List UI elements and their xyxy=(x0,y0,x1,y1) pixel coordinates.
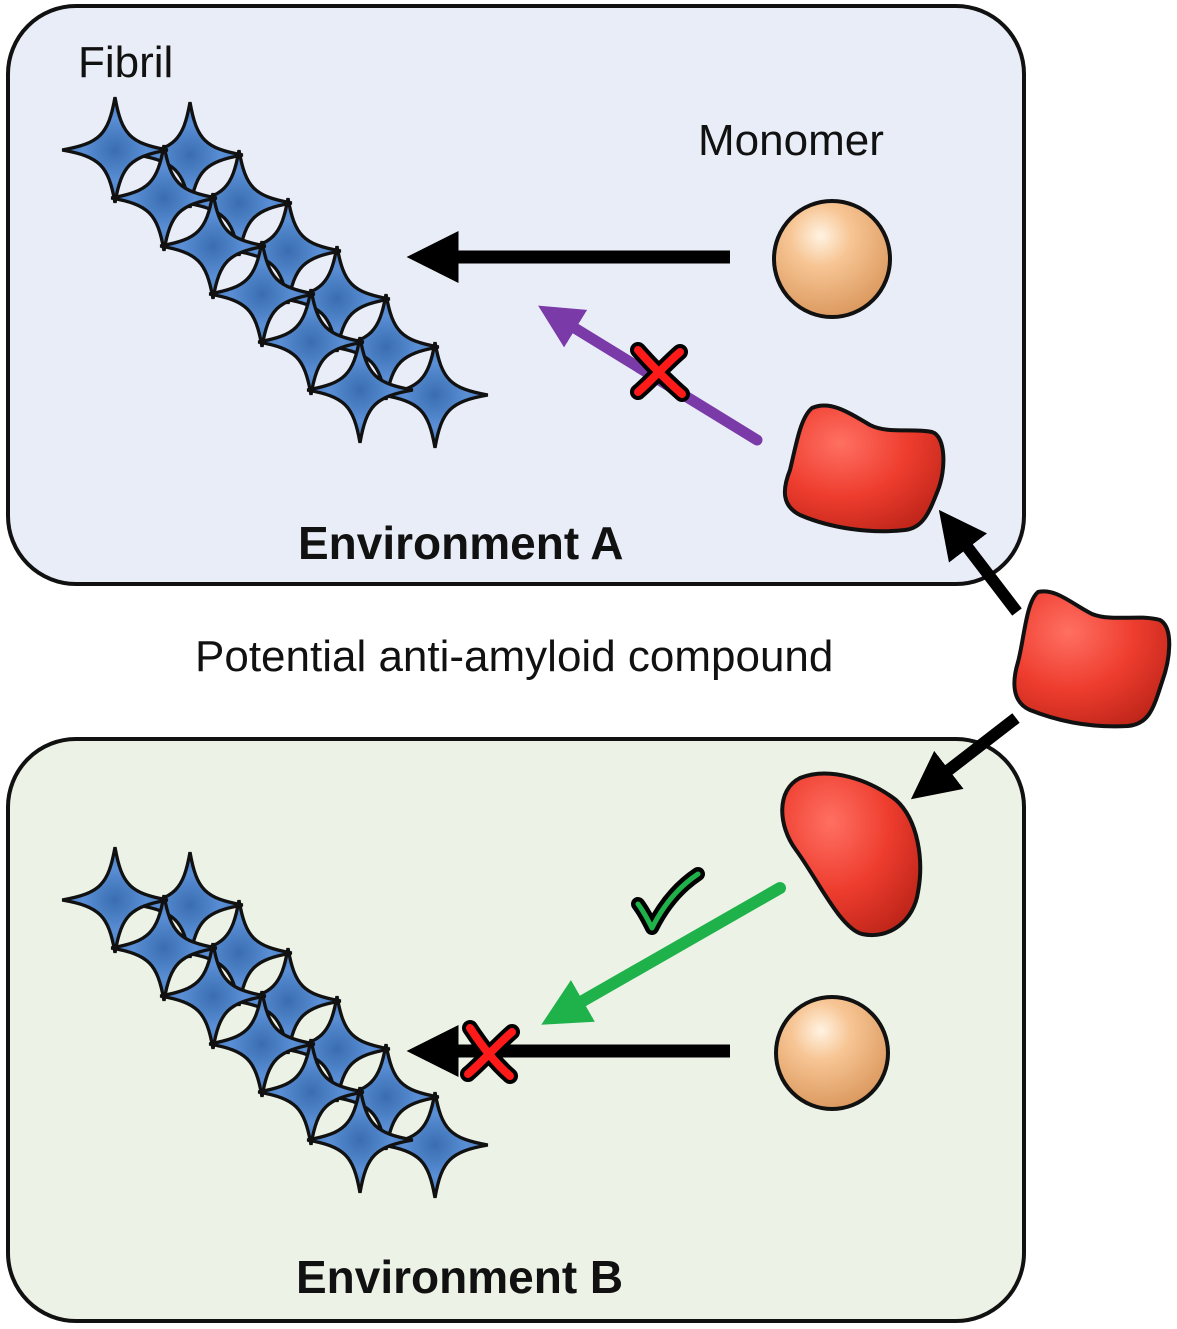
compound-conformer-a xyxy=(782,403,946,534)
compound-to-env-b-arrow xyxy=(910,713,1020,800)
fibril-label: Fibril xyxy=(78,38,174,87)
fibril-b xyxy=(60,845,490,1200)
compound-to-env-a-arrow xyxy=(938,509,1022,616)
free-compound xyxy=(1012,589,1172,729)
environment-b-title: Environment B xyxy=(296,1251,624,1303)
compound-to-fibril-allowed-arrow xyxy=(541,882,786,1025)
cross-icon xyxy=(630,342,690,402)
monomer-a xyxy=(772,199,892,319)
environment-a-title: Environment A xyxy=(298,517,624,569)
monomer-b xyxy=(774,995,890,1111)
compound-conformer-b xyxy=(780,771,923,938)
cross-icon xyxy=(460,1020,520,1084)
monomer-label: Monomer xyxy=(698,116,884,165)
fibril-a xyxy=(60,95,490,450)
check-icon xyxy=(631,867,705,935)
compound-label: Potential anti-amyloid compound xyxy=(195,632,834,681)
